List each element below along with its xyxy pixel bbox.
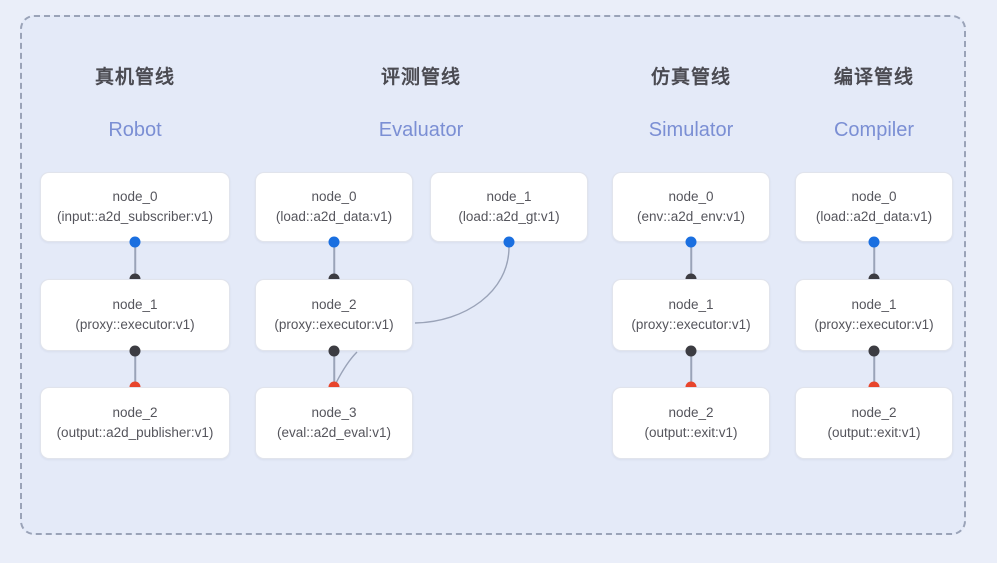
node-type: (load::a2d_data:v1)	[815, 209, 933, 224]
node-name: node_2	[668, 405, 714, 421]
link-line	[134, 351, 136, 387]
node-name: node_3	[311, 405, 357, 421]
node-card[interactable]: node_1 (proxy::executor:v1)	[795, 279, 953, 351]
link-line	[134, 242, 136, 278]
node-name: node_0	[112, 189, 158, 205]
node-name: node_1	[112, 297, 158, 313]
node-type: (proxy::executor:v1)	[75, 317, 195, 332]
link-line	[690, 351, 692, 387]
link-line	[690, 242, 692, 278]
node-name: node_0	[311, 189, 357, 205]
node-card[interactable]: node_2 (output::exit:v1)	[795, 387, 953, 459]
node-card[interactable]: node_0 (load::a2d_data:v1)	[255, 172, 413, 242]
node-name: node_1	[486, 189, 532, 205]
node-type: (output::a2d_publisher:v1)	[56, 425, 214, 440]
node-card[interactable]: node_1 (proxy::executor:v1)	[40, 279, 230, 351]
node-name: node_2	[112, 405, 158, 421]
node-type: (load::a2d_data:v1)	[275, 209, 393, 224]
node-card[interactable]: node_2 (proxy::executor:v1)	[255, 279, 413, 351]
link-line	[873, 351, 875, 387]
node-card[interactable]: node_0 (env::a2d_env:v1)	[612, 172, 770, 242]
node-type: (input::a2d_subscriber:v1)	[56, 209, 214, 224]
port-output-dot[interactable]	[328, 236, 340, 248]
node-name: node_0	[851, 189, 897, 205]
port-output-dot[interactable]	[328, 345, 340, 357]
port-output-dot[interactable]	[129, 345, 141, 357]
node-card[interactable]: node_3 (eval::a2d_eval:v1)	[255, 387, 413, 459]
node-type: (proxy::executor:v1)	[631, 317, 751, 332]
node-card[interactable]: node_2 (output::exit:v1)	[612, 387, 770, 459]
node-card[interactable]: node_0 (input::a2d_subscriber:v1)	[40, 172, 230, 242]
node-name: node_0	[668, 189, 714, 205]
node-name: node_2	[311, 297, 357, 313]
node-type: (eval::a2d_eval:v1)	[276, 425, 392, 440]
port-output-dot[interactable]	[868, 345, 880, 357]
node-card[interactable]: node_0 (load::a2d_data:v1)	[795, 172, 953, 242]
node-type: (output::exit:v1)	[827, 425, 921, 440]
port-output-dot[interactable]	[685, 345, 697, 357]
node-type: (output::exit:v1)	[644, 425, 738, 440]
link-line	[333, 351, 335, 387]
node-card[interactable]: node_1 (proxy::executor:v1)	[612, 279, 770, 351]
node-type: (proxy::executor:v1)	[274, 317, 394, 332]
link-line	[333, 242, 335, 278]
port-output-dot[interactable]	[868, 236, 880, 248]
port-output-dot[interactable]	[503, 236, 515, 248]
node-name: node_2	[851, 405, 897, 421]
node-name: node_1	[668, 297, 714, 313]
link-line	[873, 242, 875, 278]
port-output-dot[interactable]	[129, 236, 141, 248]
node-type: (load::a2d_gt:v1)	[458, 209, 560, 224]
node-name: node_1	[851, 297, 897, 313]
node-card[interactable]: node_1 (load::a2d_gt:v1)	[430, 172, 588, 242]
node-type: (env::a2d_env:v1)	[636, 209, 746, 224]
node-type: (proxy::executor:v1)	[814, 317, 934, 332]
port-output-dot[interactable]	[685, 236, 697, 248]
node-card[interactable]: node_2 (output::a2d_publisher:v1)	[40, 387, 230, 459]
